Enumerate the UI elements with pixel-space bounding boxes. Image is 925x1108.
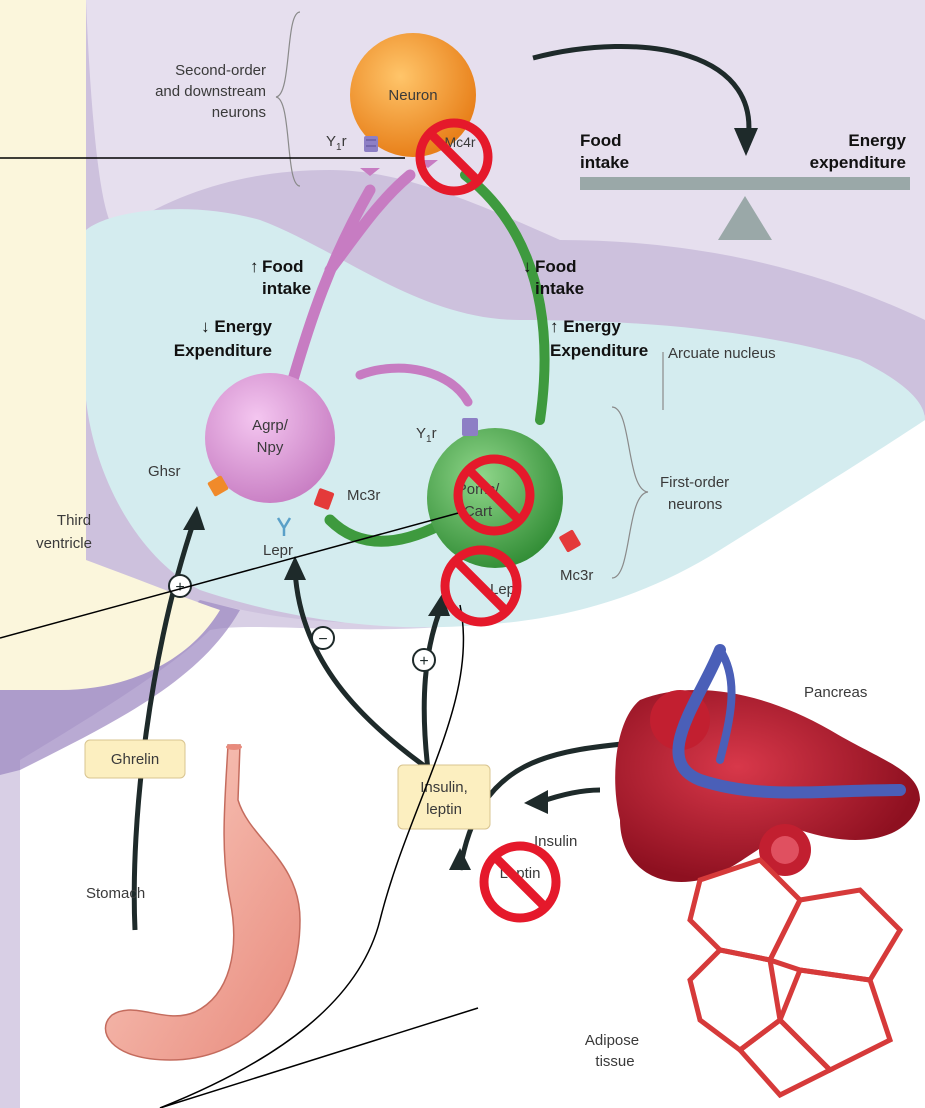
second-order-label-1: Second-order <box>175 62 266 79</box>
adipose-label-1: Adipose <box>585 1032 639 1049</box>
balance-beam <box>580 177 910 190</box>
mc3r-left-label: Mc3r <box>347 487 380 504</box>
right-down-arrow: ↓ <box>523 257 532 276</box>
mc3r-right-label: Mc3r <box>560 567 593 584</box>
right-food-label-2: intake <box>535 279 584 298</box>
third-ventricle-area <box>0 0 86 560</box>
second-order-label-3: neurons <box>212 104 266 121</box>
receptor-icon <box>364 136 378 152</box>
left-food-label-1: Food <box>262 257 304 276</box>
energy-expenditure-balance-label-1: Energy <box>848 131 906 150</box>
insulin-leptin-label-2: leptin <box>426 801 462 818</box>
minus-circle-icon: − <box>312 627 334 649</box>
plus-circle-icon: + <box>169 575 191 597</box>
neuron-label: Neuron <box>388 87 437 104</box>
first-order-label-1: First-order <box>660 474 729 491</box>
svg-text:−: − <box>318 631 327 648</box>
arcuate-nucleus-label: Arcuate nucleus <box>668 345 776 362</box>
right-energy-label-1: ↑ Energy <box>550 317 621 336</box>
ghrelin-label: Ghrelin <box>111 751 159 768</box>
right-energy-label-2: Expenditure <box>550 341 648 360</box>
third-ventricle-label-2: ventricle <box>36 535 92 552</box>
left-energy-label-2: Expenditure <box>174 341 272 360</box>
lepr-left-label: Lepr <box>263 542 293 559</box>
left-food-label-2: intake <box>262 279 311 298</box>
agrp-label-1: Agrp/ <box>252 417 289 434</box>
pancreas-label: Pancreas <box>804 684 867 701</box>
left-energy-label-1: ↓ Energy <box>201 317 272 336</box>
food-intake-balance-label-2: intake <box>580 153 629 172</box>
energy-expenditure-balance-label-2: expenditure <box>810 153 906 172</box>
first-order-label-2: neurons <box>668 496 722 513</box>
ghsr-label: Ghsr <box>148 463 181 480</box>
left-up-arrow: ↑ <box>250 257 259 276</box>
receptor-icon <box>462 418 478 436</box>
adipose-label-2: tissue <box>595 1053 634 1070</box>
agrp-label-2: Npy <box>257 439 284 456</box>
plus-circle-icon: + <box>413 649 435 671</box>
food-intake-balance-label-1: Food <box>580 131 622 150</box>
third-ventricle-label-1: Third <box>57 512 91 529</box>
right-food-label-1: Food <box>535 257 577 276</box>
insulin-leptin-box <box>398 765 490 829</box>
svg-text:+: + <box>419 653 428 670</box>
stomach-label: Stomach <box>86 885 145 902</box>
second-order-label-2: and downstream <box>155 83 266 100</box>
